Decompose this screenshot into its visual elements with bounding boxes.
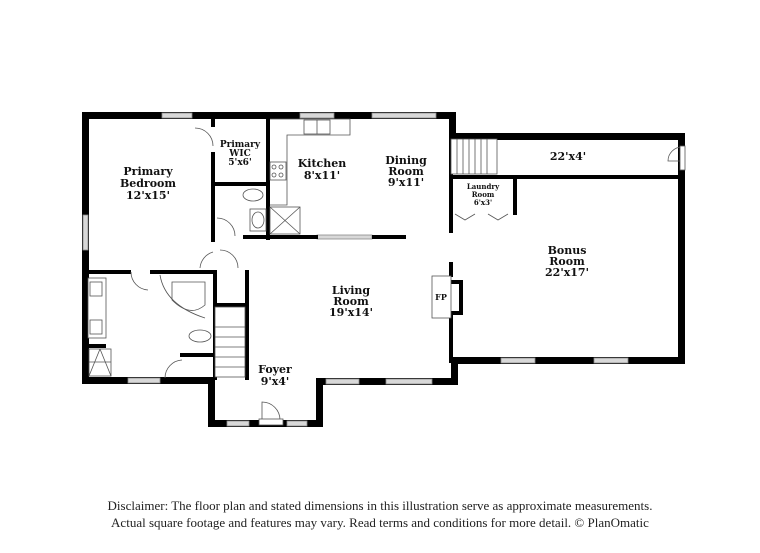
svg-text:8'x11': 8'x11' [304,169,340,182]
svg-text:Room: Room [388,165,424,178]
fixtures [87,118,498,378]
svg-text:Living: Living [332,284,370,297]
svg-text:12'x15': 12'x15' [126,189,170,202]
exterior-walls [82,112,685,427]
svg-text:19'x14': 19'x14' [329,306,373,319]
disclaimer-line-1: Disclaimer: The floor plan and stated di… [107,498,653,513]
fireplace-label: FP [435,292,447,302]
windows [82,112,629,427]
interior-walls [86,112,683,380]
room-bonus-room: Bonus Room 22'x17' [545,244,589,279]
svg-text:Bedroom: Bedroom [120,177,176,190]
doors [130,127,686,426]
svg-text:Foyer: Foyer [258,363,292,376]
room-primary-wic: Primary WIC 5'x6' [220,140,261,168]
svg-text:Room: Room [549,255,585,268]
room-hallway: 22'x4' [550,150,586,163]
disclaimer-line-2: Actual square footage and features may v… [111,515,649,530]
svg-text:22'x17': 22'x17' [545,266,589,279]
svg-text:Primary: Primary [123,165,173,178]
svg-text:WIC: WIC [228,149,250,159]
disclaimer: Disclaimer: The floor plan and stated di… [0,497,760,531]
svg-text:Room: Room [333,295,369,308]
svg-text:Primary: Primary [220,140,261,150]
room-foyer: Foyer 9'x4' [258,363,292,388]
svg-text:Dining: Dining [385,154,427,167]
room-kitchen: Kitchen 8'x11' [298,157,347,182]
svg-text:5'x6': 5'x6' [228,158,251,168]
svg-text:6'x3': 6'x3' [474,198,492,207]
room-living-room: Living Room 19'x14' [329,284,373,319]
room-primary-bedroom: Primary Bedroom 12'x15' [120,165,176,202]
svg-text:Bonus: Bonus [548,244,587,257]
svg-text:22'x4': 22'x4' [550,150,586,163]
room-dining-room: Dining Room 9'x11' [385,154,427,189]
svg-text:9'x4': 9'x4' [261,375,290,388]
svg-text:Room: Room [472,190,495,199]
room-laundry: Laundry Room 6'x3' [467,182,500,207]
svg-text:Laundry: Laundry [467,182,500,191]
svg-text:Kitchen: Kitchen [298,157,347,170]
svg-text:9'x11': 9'x11' [388,176,424,189]
room-labels: Primary Bedroom 12'x15' Primary WIC 5'x6… [120,140,589,388]
